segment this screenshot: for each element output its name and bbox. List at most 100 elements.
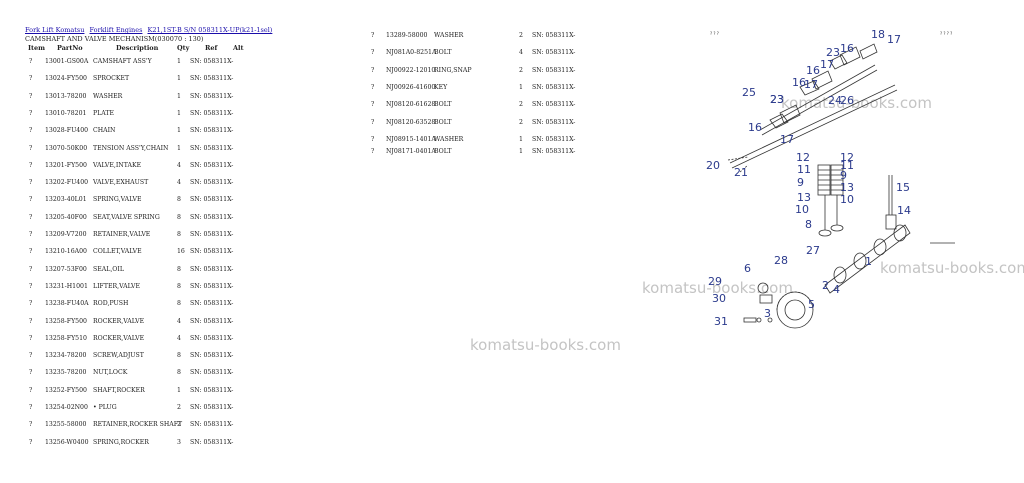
cell-description: BOLT <box>434 101 452 109</box>
callout: 10 <box>840 193 854 206</box>
cell-partno: NJ00926-41600 <box>386 83 436 91</box>
cell-partno: 13210-16A00 <box>45 248 87 256</box>
breadcrumb-link-model[interactable]: K21,1ST-B S/N 058311X-UP(k21-1sel) <box>147 26 273 34</box>
cell-description: WASHER <box>434 135 464 143</box>
cell-ref: SN: 058311X- <box>190 282 234 290</box>
cell-ref: SN: 058311X- <box>190 386 234 394</box>
cell-qty: 1 <box>519 135 523 143</box>
callout: 6 <box>744 262 751 275</box>
cell-qty: 1 <box>177 109 181 117</box>
cell-ref: SN: 058311X- <box>190 248 234 256</box>
callout: 30 <box>712 292 726 305</box>
cell-qty: 1 <box>177 58 181 65</box>
cell-description: RETAINER,ROCKER SHAFT <box>93 421 183 429</box>
cell-ref: SN: 058311X- <box>532 83 576 91</box>
cell-item: ? <box>29 196 33 204</box>
cell-qty: 2 <box>519 32 523 39</box>
callout: 9 <box>840 169 847 182</box>
cell-ref: SN: 058311X- <box>190 369 234 377</box>
callout: 23 <box>770 93 784 106</box>
cell-partno: 13013-78200 <box>45 92 87 100</box>
callout: 27 <box>806 244 820 257</box>
cell-description: COLLET,VALVE <box>93 248 142 256</box>
cell-description: CAMSHAFT ASS'Y <box>93 58 152 65</box>
cell-partno: 13252-FY500 <box>45 386 87 394</box>
cell-description: RETAINER,VALVE <box>93 231 151 238</box>
callout: 16 <box>748 121 762 134</box>
diagram-callouts: 25 23 16 17 16 18 17 23 16 17 26 24 23 1… <box>706 28 911 328</box>
cell-ref: SN: 058311X- <box>190 179 234 187</box>
cell-qty: 1 <box>177 92 181 100</box>
watermark: komatsu-books.com <box>880 259 1024 277</box>
cell-description: WASHER <box>434 32 464 39</box>
callout: 26 <box>840 94 854 107</box>
cell-partno: 13070-50K00 <box>45 144 88 152</box>
breadcrumb-link-engines[interactable]: Forklift Engines <box>89 26 143 34</box>
cell-qty: 1 <box>177 127 181 135</box>
cell-item: ? <box>29 369 33 377</box>
cell-partno: NJ08120-63528 <box>386 118 436 126</box>
cell-description: SCREW,ADJUST <box>93 352 144 360</box>
callout: 16 <box>792 76 806 89</box>
header-ref: Ref <box>205 44 218 52</box>
cell-description: NUT,LOCK <box>93 369 128 377</box>
cell-partno: 13001-GS00A <box>45 58 89 65</box>
callout: 4 <box>833 283 840 296</box>
callout: 17 <box>804 78 818 91</box>
cell-item: ? <box>29 438 33 446</box>
cell-qty: 8 <box>177 282 181 290</box>
cell-description: SEAT,VALVE SPRING <box>93 213 160 221</box>
cell-description: SHAFT,ROCKER <box>93 386 145 394</box>
cell-item: ? <box>371 32 375 39</box>
cell-item: ? <box>29 75 33 83</box>
cell-description: ROCKER,VALVE <box>93 334 145 342</box>
cell-ref: SN: 058311X- <box>532 101 576 109</box>
cell-qty: 4 <box>519 49 523 57</box>
breadcrumb: Fork Lift Komatsu Forklift Engines K21,1… <box>25 26 275 34</box>
watermark: komatsu-books.com <box>470 336 621 354</box>
callout: 16 <box>840 42 854 55</box>
callout: 18 <box>871 28 885 41</box>
cell-ref: SN: 058311X- <box>532 118 576 126</box>
cell-partno: 13201-FY500 <box>45 161 87 169</box>
cell-item: ? <box>29 161 33 169</box>
cell-item: ? <box>371 101 375 109</box>
cell-item: ? <box>371 49 375 57</box>
callout: 2 <box>822 279 829 292</box>
cell-partno: NJ00922-12010 <box>386 66 436 74</box>
cell-item: ? <box>29 352 33 360</box>
cell-qty: 4 <box>177 179 181 187</box>
cell-item: ? <box>29 109 33 117</box>
cell-ref: SN: 058311X- <box>190 196 234 204</box>
cell-qty: 2 <box>177 421 181 429</box>
cell-description: BOLT <box>434 118 452 126</box>
cell-qty: 1 <box>177 144 181 152</box>
cell-ref: SN: 058311X- <box>532 49 576 57</box>
cell-description: RING,SNAP <box>434 66 472 74</box>
cell-ref: SN: 058311X- <box>190 421 234 429</box>
cell-description: KEY <box>434 83 448 91</box>
cell-partno: 13205-40F00 <box>45 213 87 221</box>
callout: 20 <box>706 159 720 172</box>
cell-qty: 2 <box>177 404 181 411</box>
cell-description: TENSION ASS'Y,CHAIN <box>93 144 169 152</box>
cell-qty: 2 <box>519 118 523 126</box>
cell-item: ? <box>29 300 33 308</box>
cell-partno: 13256-W0400 <box>45 438 89 446</box>
breadcrumb-link-fork-lift[interactable]: Fork Lift Komatsu <box>25 26 85 34</box>
cell-ref: SN: 058311X- <box>532 32 576 39</box>
callout: 15 <box>896 181 910 194</box>
cell-partno: 13238-FU40A <box>45 300 89 308</box>
cell-item: ? <box>371 66 375 74</box>
